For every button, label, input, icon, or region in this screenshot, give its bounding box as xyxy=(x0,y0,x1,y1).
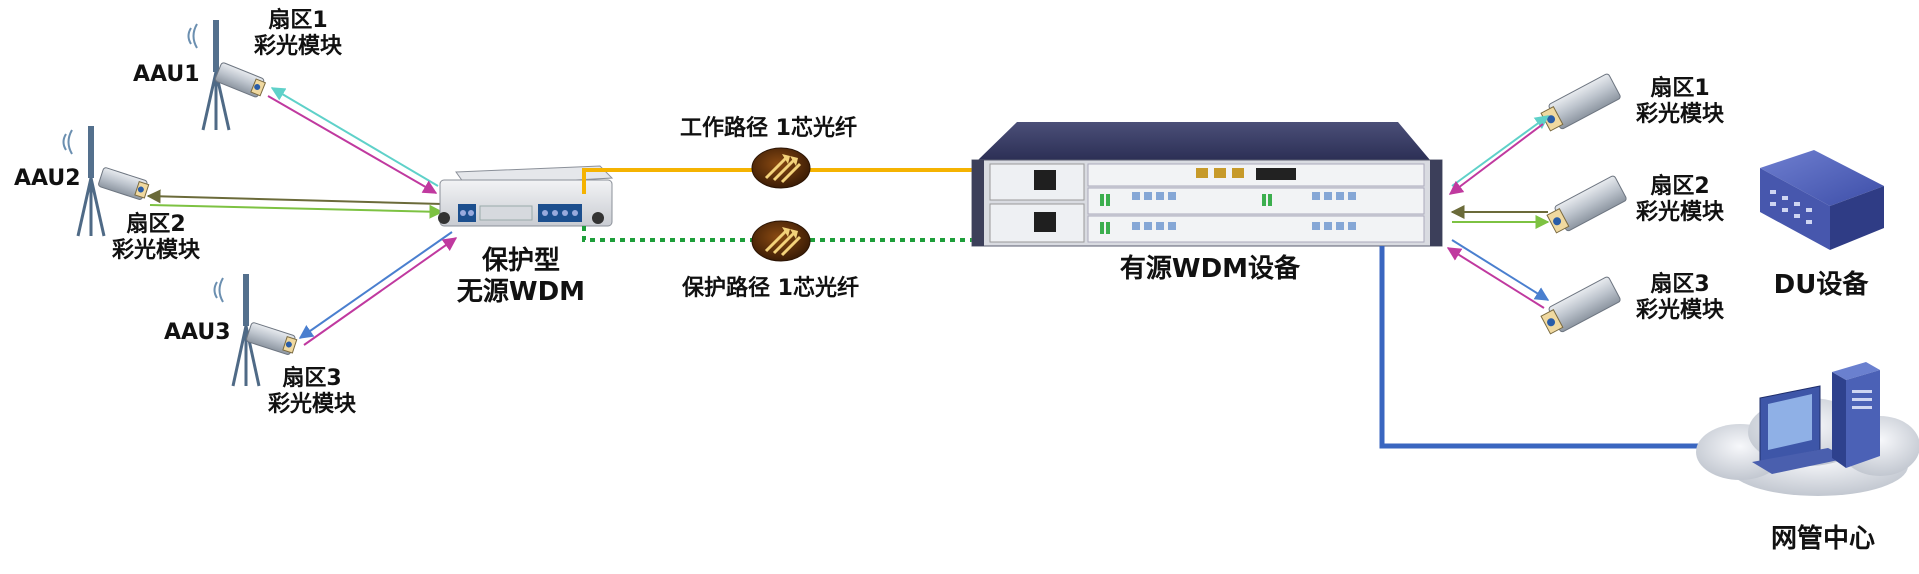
aau2-name: AAU2 xyxy=(14,166,81,191)
protection-fiber-path xyxy=(582,226,975,242)
aau2-sector: 扇区2 xyxy=(126,212,186,237)
nms-label: 网管中心 xyxy=(1770,524,1875,554)
passive-wdm-line2: 无源WDM xyxy=(456,277,586,308)
protection-fiber-path-icon xyxy=(751,220,811,262)
aau2-sector-label: 扇区2 彩光模块 xyxy=(106,212,206,265)
aau1-module: 彩光模块 xyxy=(253,34,342,60)
working-fiber-path xyxy=(582,168,975,194)
aau3-module: 彩光模块 xyxy=(267,392,356,418)
aau2-antenna-icon xyxy=(62,126,106,237)
aau3-name: AAU3 xyxy=(164,320,231,345)
working-fiber-path-icon xyxy=(751,147,811,189)
active-wdm-label: 有源WDM设备 xyxy=(1119,254,1301,284)
protection-path-label: 保护路径 1芯光纤 xyxy=(682,276,859,301)
active-wdm-rack-icon xyxy=(971,122,1443,247)
right-s3-label: 扇区3 彩光模块 xyxy=(1630,272,1730,325)
aau1-name: AAU1 xyxy=(133,62,200,87)
right-s1-module: 彩光模块 xyxy=(1635,102,1724,128)
aau1-sfp-module-icon xyxy=(214,62,267,98)
left-fiber-links xyxy=(146,87,458,346)
aau1-sector: 扇区1 xyxy=(268,8,328,33)
right-s2-label: 扇区2 彩光模块 xyxy=(1630,174,1730,227)
passive-wdm-label: 保护型 无源WDM xyxy=(446,246,596,308)
passive-wdm-line1: 保护型 xyxy=(481,246,560,276)
aau1-sector-label: 扇区1 彩光模块 xyxy=(248,8,348,61)
aau3-sfp-module-icon xyxy=(246,322,298,355)
passive-wdm-box-icon xyxy=(438,165,614,227)
du-server-icon xyxy=(1760,150,1884,250)
right-s3-sector: 扇区3 xyxy=(1650,272,1710,297)
right-s1-sector: 扇区1 xyxy=(1650,76,1710,101)
right-s3-module: 彩光模块 xyxy=(1635,298,1724,324)
aau3-sector-label: 扇区3 彩光模块 xyxy=(262,366,362,419)
nms-link xyxy=(1379,246,1760,449)
right-s1-sfp-module-icon xyxy=(1540,73,1621,132)
working-path-label: 工作路径 1芯光纤 xyxy=(680,116,857,141)
right-s3-sfp-module-icon xyxy=(1540,276,1621,335)
right-s2-sfp-module-icon xyxy=(1546,175,1627,234)
right-s2-module: 彩光模块 xyxy=(1635,200,1724,226)
right-fiber-links xyxy=(1446,115,1550,309)
aau3-sector: 扇区3 xyxy=(282,366,342,391)
aau2-module: 彩光模块 xyxy=(111,238,200,264)
right-s2-sector: 扇区2 xyxy=(1650,174,1710,199)
nms-server-icon xyxy=(1832,362,1880,468)
du-label: DU设备 xyxy=(1773,270,1869,300)
nms-computer-icon xyxy=(1752,385,1848,474)
aau3-antenna-icon xyxy=(213,274,261,387)
right-s1-label: 扇区1 彩光模块 xyxy=(1630,76,1730,129)
aau2-sfp-module-icon xyxy=(98,167,150,200)
